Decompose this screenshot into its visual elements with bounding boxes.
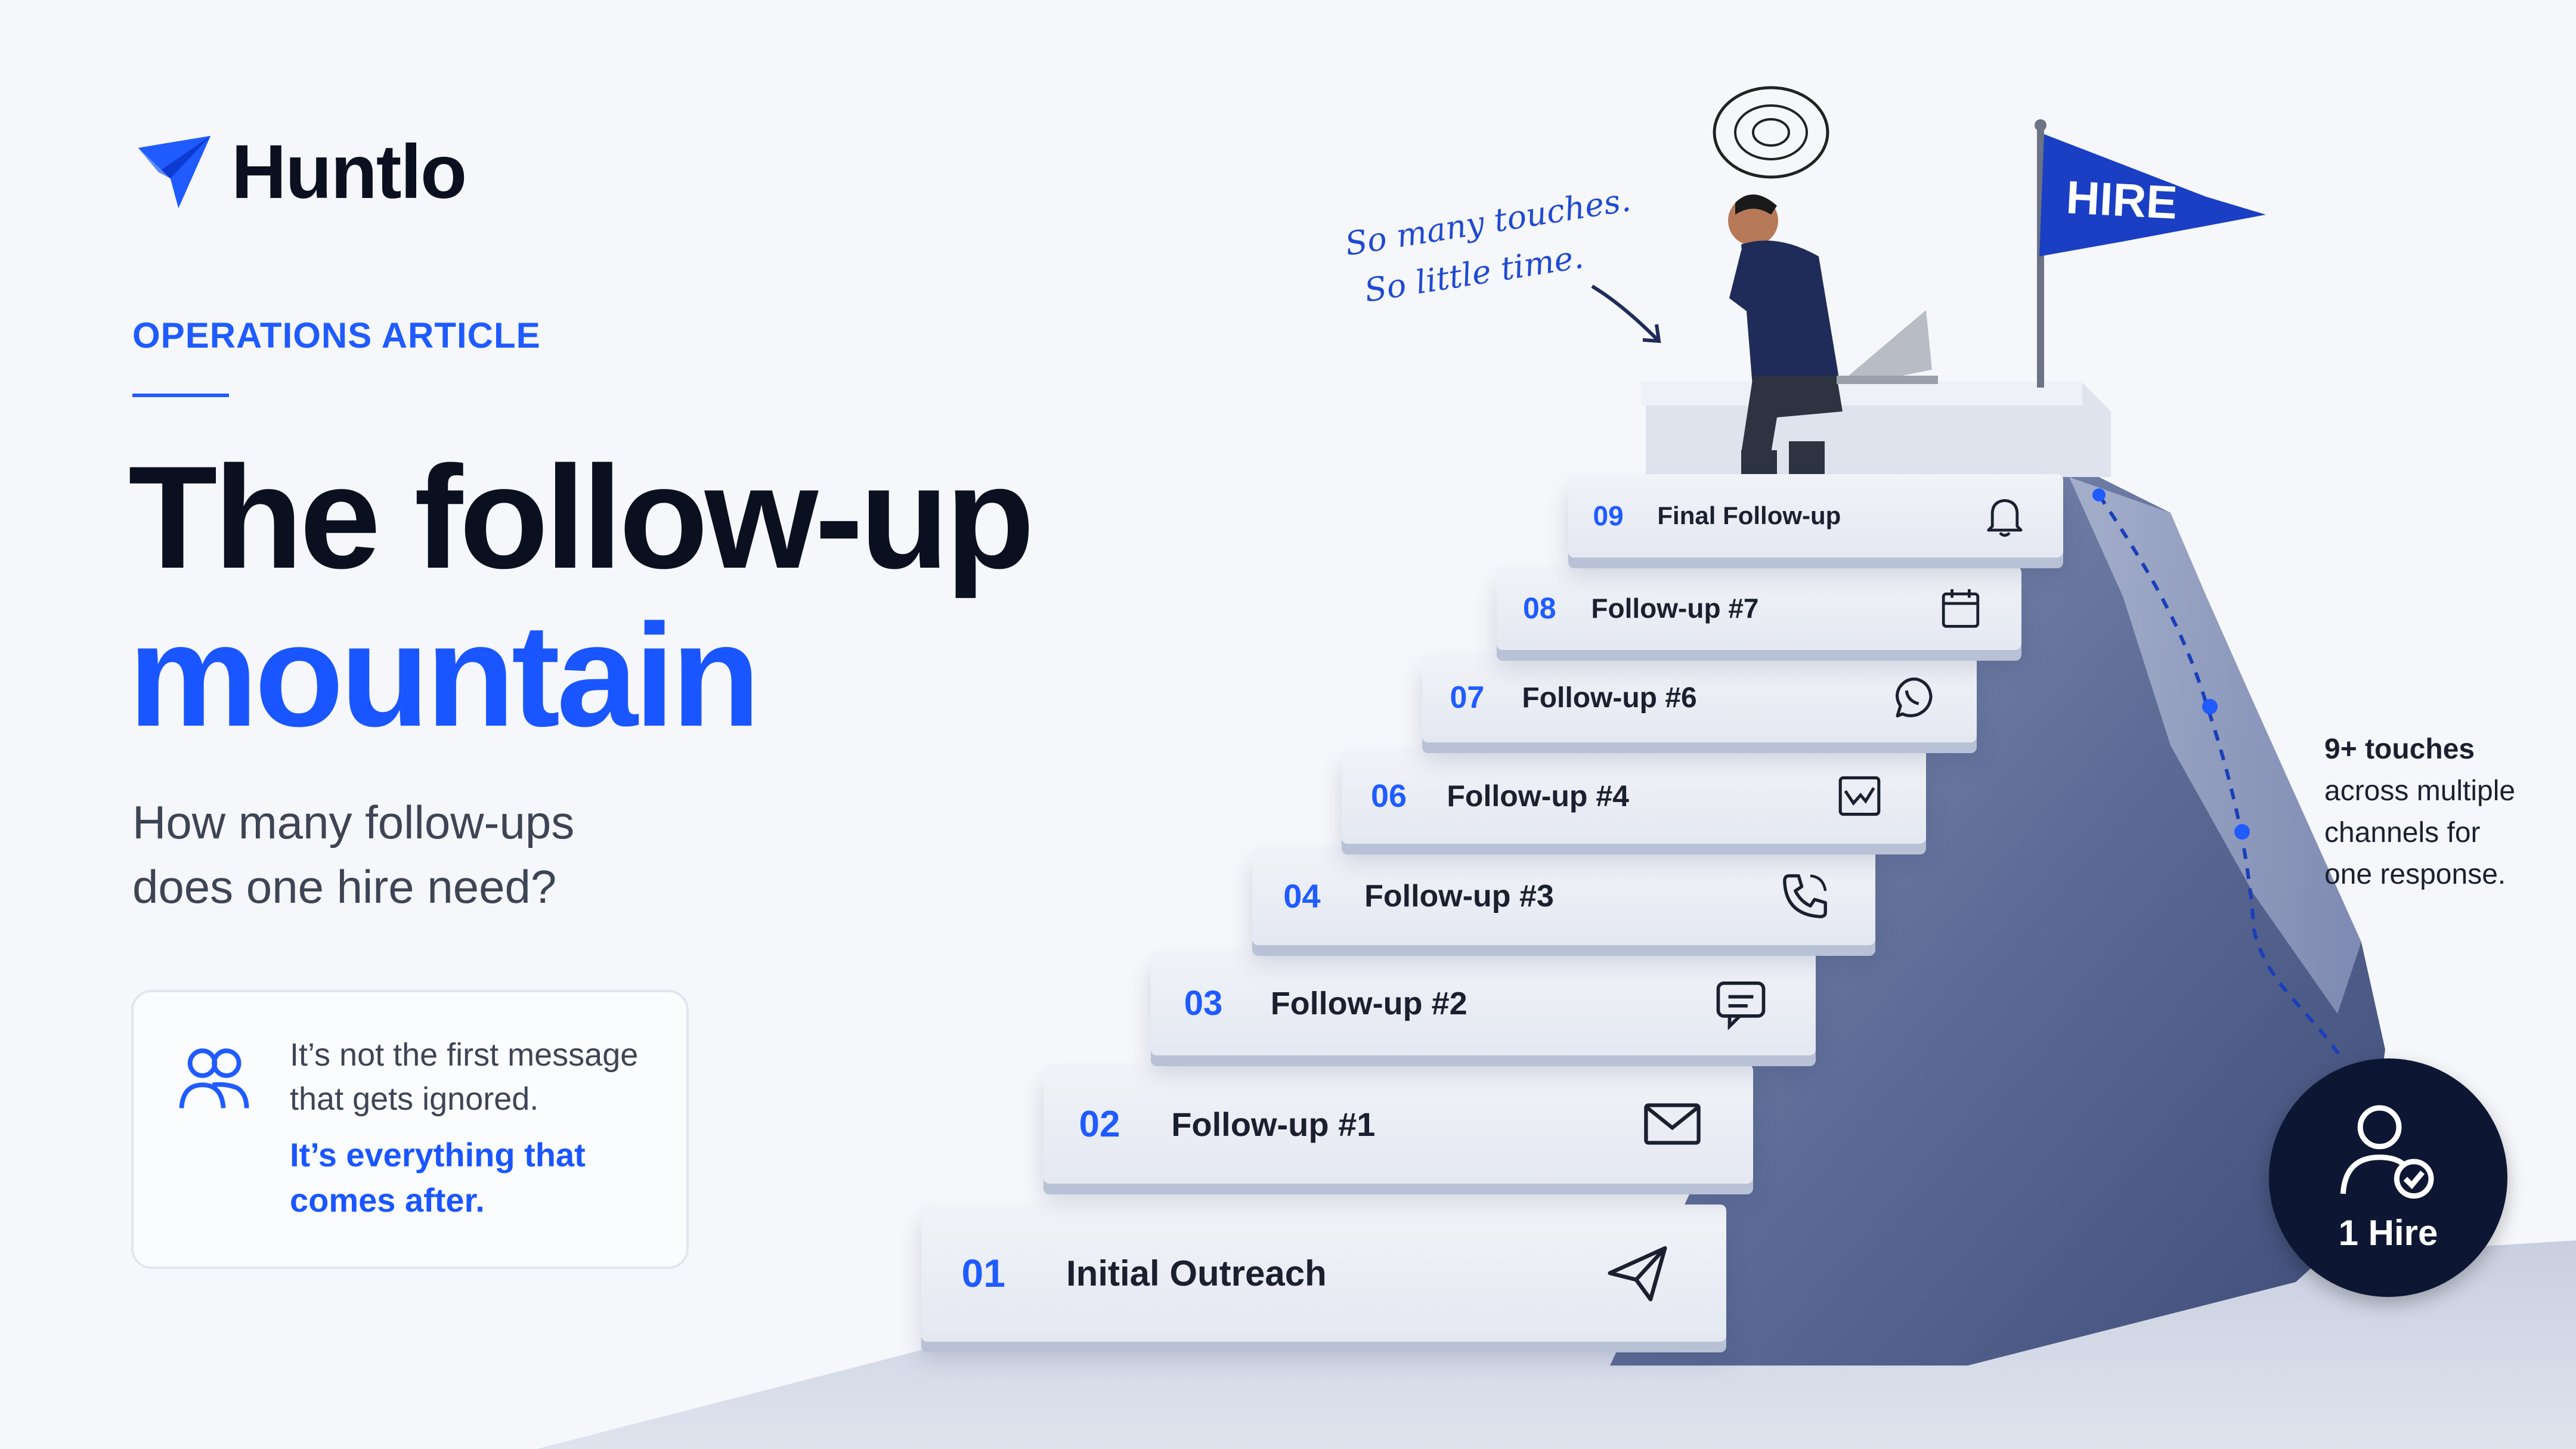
touches-note-line4: one response.: [2324, 859, 2506, 890]
step-number: 06: [1371, 778, 1407, 814]
touches-note-line3: channels for: [2324, 817, 2481, 849]
callout-text-line2: that gets ignored.: [290, 1081, 539, 1117]
step-number: 01: [961, 1251, 1005, 1295]
paper-plane-logo-icon: [138, 135, 211, 209]
touches-note: 9+ touches across multiple channels for …: [2324, 729, 2551, 896]
subtitle-line1: How many follow-ups: [132, 796, 575, 849]
step-06: 06 Follow-up #4: [1342, 748, 1926, 844]
curved-arrow-icon: [1591, 284, 1661, 343]
callout-emphasis: It’s everything that comes after.: [290, 1132, 671, 1223]
eyebrow-divider: [132, 394, 229, 397]
step-03: 03 Follow-up #2: [1151, 951, 1816, 1055]
summit-top: [1641, 382, 2082, 405]
flag-label: HIRE: [2064, 171, 2179, 229]
image-icon: [1839, 776, 1881, 816]
phone-icon: [1782, 874, 1827, 918]
step-label: Follow-up #6: [1522, 682, 1697, 714]
hire-badge: 1 Hire: [2269, 1058, 2507, 1297]
step-number: 09: [1593, 500, 1624, 531]
users-icon: [179, 1048, 249, 1109]
bell-icon: [1987, 499, 2023, 537]
paper-plane-icon: [1608, 1246, 1667, 1302]
step-number: 04: [1283, 877, 1321, 915]
callout-card: It’s not the first message that gets ign…: [131, 990, 689, 1269]
dotted-route: [2097, 494, 2345, 1063]
brand-name: Huntlo: [231, 129, 467, 215]
headline-line1: The follow-up: [128, 435, 1035, 599]
step-label: Initial Outreach: [1066, 1253, 1327, 1293]
touches-note-strong: 9+ touches: [2324, 733, 2475, 765]
callout-text-line1: It’s not the first message: [290, 1037, 639, 1073]
calendar-icon: [1942, 589, 1980, 628]
subtitle-line2: does one hire need?: [132, 860, 557, 913]
callout-emphasis-line1: It’s everything that: [290, 1136, 586, 1174]
step-label: Follow-up #2: [1270, 985, 1467, 1021]
hire-flag: [2039, 134, 2266, 256]
step-label: Follow-up #7: [1591, 593, 1759, 624]
step-07: 07 Follow-up #6: [1422, 653, 1977, 742]
headline-line2: mountain: [128, 593, 760, 757]
step-01: 01 Initial Outreach: [921, 1205, 1726, 1342]
step-label: Follow-up #1: [1171, 1105, 1376, 1143]
callout-text: It’s not the first message that gets ign…: [290, 1033, 671, 1121]
brand[interactable]: Huntlo: [134, 128, 467, 216]
step-number: 03: [1184, 984, 1223, 1023]
touches-note-line2: across multiple: [2324, 775, 2516, 807]
hire-badge-label: 1 Hire: [2338, 1213, 2438, 1253]
eyebrow-label: OPERATIONS ARTICLE: [132, 315, 541, 355]
step-number: 02: [1079, 1103, 1120, 1145]
step-label: Follow-up #3: [1364, 878, 1554, 914]
step-04: 04 Follow-up #3: [1252, 847, 1875, 945]
callout-emphasis-line2: comes after.: [290, 1181, 485, 1219]
step-02: 02 Follow-up #1: [1044, 1064, 1753, 1184]
step-number: 07: [1450, 680, 1485, 715]
whatsapp-icon: [1895, 677, 1933, 718]
step-number: 08: [1523, 592, 1556, 625]
step-08: 08 Follow-up #7: [1497, 566, 2021, 650]
user-check-icon: [2340, 1105, 2434, 1199]
chat-bubble-icon: [1716, 981, 1766, 1030]
step-09: 09 Final Follow-up: [1568, 474, 2063, 558]
envelope-icon: [1643, 1103, 1701, 1145]
subtitle: How many follow-ups does one hire need?: [132, 790, 669, 919]
step-label: Final Follow-up: [1657, 501, 1841, 530]
step-label: Follow-up #4: [1447, 779, 1629, 813]
mountain-highlight: [2069, 477, 2361, 1014]
